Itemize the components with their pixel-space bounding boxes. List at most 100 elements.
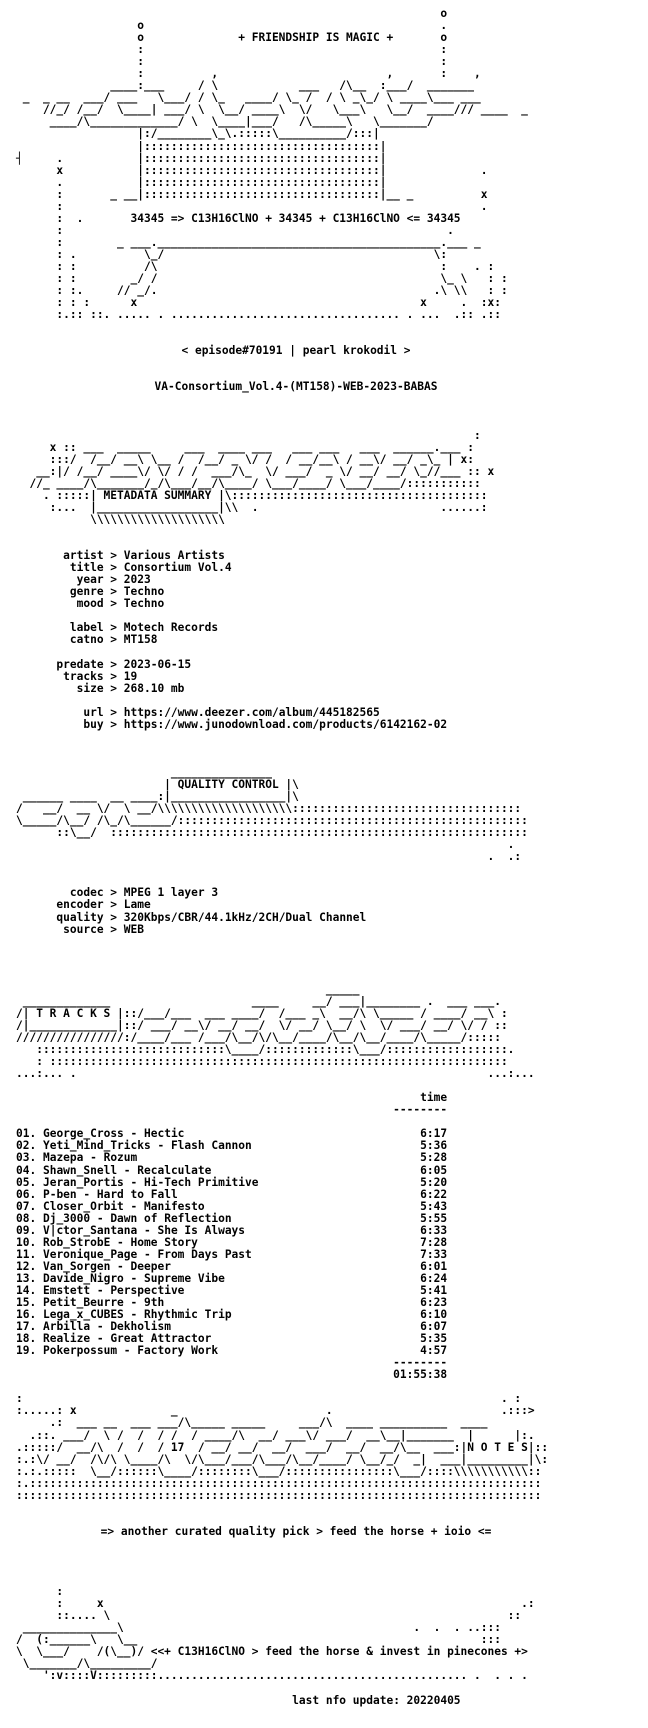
- notes-banner: : . ::.....: x _ . .:::> .: ___ __ ___ _…: [16, 1393, 576, 1501]
- track-row: 15. Petit_Beurre - 9th 6:23: [16, 1296, 576, 1310]
- metadata-summary-banner: : x :: ___ _____ ___ ____ ___ ___ ___ __…: [16, 428, 576, 526]
- ascii-banner-line: /| T R A C K S |::/___/___ ___ ____/ /__…: [16, 1006, 508, 1020]
- ascii-banner-line: . :::::| METADATA SUMMARY |\::::::::::::…: [16, 488, 488, 502]
- ascii-art-line: : : _/ / \_ \ : :: [16, 272, 508, 286]
- track-title: Arbilla - Dekholism: [42, 1320, 171, 1334]
- track-row: 10. Rob_StrobE - Home Story 7:28: [16, 1235, 576, 1249]
- ascii-art-line: : :: [16, 55, 448, 69]
- track-row: 05. Jeran_Portis - Hi-Tech Primitive 5:2…: [16, 1175, 576, 1189]
- ascii-art-line: : :: [16, 43, 448, 57]
- track-time: 6:22: [420, 1187, 448, 1201]
- track-time: 6:07: [420, 1320, 448, 1334]
- track-number: 19.: [16, 1344, 37, 1358]
- track-row: 04. Shawn_Snell - Recalculate 6:05: [16, 1163, 576, 1177]
- field-value-mood: Techno: [123, 597, 165, 611]
- time-rule: --------: [16, 1356, 448, 1370]
- field-value-encoder: Lame: [123, 898, 151, 912]
- last-update-line: last nfo update: 20220405: [16, 1694, 576, 1707]
- ascii-banner-line: :::/ /__/ __\ \__ / /__/ _ \/ / / __/__\…: [16, 452, 475, 466]
- field-label: mood >: [16, 597, 124, 611]
- track-time: 5:41: [420, 1283, 448, 1297]
- field-value-quality: 320Kbps/CBR/44.1kHz/2CH/Dual Channel: [123, 910, 367, 924]
- track-number: 16.: [16, 1308, 37, 1322]
- track-number: 12.: [16, 1259, 37, 1273]
- track-row: 16. Lega_x_CUBES - Rhythmic Trip 6:10: [16, 1309, 576, 1321]
- track-title: Van_Sorgen - Deeper: [42, 1259, 171, 1273]
- ascii-banner-line: ...:... . ...:...: [16, 1067, 535, 1081]
- ascii-art-line: \ \___/ /(\__)/ <<+ C13H16ClNO > feed th…: [16, 1645, 528, 1659]
- ascii-banner-line: . .:: [16, 850, 522, 864]
- ascii-banner-line: ::\__/ :::::::::::::::::::::::::::::::::…: [16, 826, 528, 840]
- track-time: 5:20: [420, 1175, 448, 1189]
- time-column-header: time: [16, 1091, 448, 1105]
- field-label: catno >: [16, 633, 124, 647]
- ascii-banner-line: :: [16, 428, 481, 442]
- field-value-url: https://www.deezer.com/album/445182565: [123, 705, 380, 719]
- field-row-encoder: encoder > Lame: [16, 899, 576, 911]
- ascii-banner-line: | QUALITY CONTROL |\: [16, 778, 299, 791]
- field-row-quality: quality > 320Kbps/CBR/44.1kHz/2CH/Dual C…: [16, 910, 576, 924]
- track-title: Petit_Beurre - 9th: [42, 1296, 165, 1310]
- field-label: size >: [16, 681, 124, 695]
- track-time: 6:33: [420, 1223, 448, 1237]
- field-value-year: 2023: [123, 573, 151, 587]
- ascii-art-line: / (:______\ \__ :::: [16, 1633, 501, 1647]
- track-row: 09. V|ctor_Santana - She Is Always 6:33: [16, 1223, 576, 1237]
- field-row-codec: codec > MPEG 1 layer 3: [16, 887, 576, 899]
- field-row-year: year > 2023: [16, 574, 576, 586]
- track-time: 5:36: [420, 1139, 448, 1153]
- track-row: 18. Realize - Great Attractor 5:35: [16, 1333, 576, 1345]
- nfo-document: o o . o + FRIENDSHIP IS MAGIC + o : :: [16, 7, 576, 1707]
- episode-line: < episode#70191 | pearl krokodil >: [181, 344, 411, 358]
- field-row-predate: predate > 2023-06-15: [16, 657, 576, 671]
- ascii-banner-line: / __/ __ \/ \ __/\\\\\\\\\\\\\\\\\\\\:::…: [16, 802, 522, 816]
- release-name: VA-Consortium_Vol.4-(MT158)-WEB-2023-BAB…: [154, 380, 438, 394]
- ascii-banner-line: : ::::::::::::::::::::::::::::::::::::::…: [16, 1055, 508, 1069]
- ascii-banner-line: : . :: [16, 1392, 522, 1406]
- track-time: 6:10: [420, 1308, 448, 1322]
- ascii-art-line: \_______/\_________/: [16, 1657, 158, 1671]
- ascii-banner-line: ::::::::::::::::::::::::::::\____/::::::…: [16, 1043, 515, 1057]
- total-time: 01:55:38: [16, 1368, 448, 1382]
- ascii-banner-line: :.::::::::::::::::::::::::::::::::::::::…: [16, 1476, 542, 1490]
- quality-control-banner: _______________ | QUALITY CONTROL |\ ___…: [16, 765, 576, 864]
- track-number: 09.: [16, 1223, 37, 1237]
- field-value-label: Motech Records: [123, 621, 219, 635]
- ascii-art-line: ::.... \ ::: [16, 1609, 522, 1623]
- ascii-art-line: . |:::::::::::::::::::::::::::::::::::|: [16, 175, 387, 189]
- track-number: 03.: [16, 1151, 37, 1165]
- field-label: artist >: [16, 549, 124, 563]
- track-number: 08.: [16, 1211, 37, 1225]
- track-list: time --------01. George_Cross - Hectic 6…: [16, 1092, 576, 1381]
- track-row: 13. Davide_Nigro - Supreme Vibe 6:24: [16, 1271, 576, 1285]
- ascii-banner-line: _____: [16, 982, 360, 996]
- track-number: 10.: [16, 1235, 37, 1249]
- ascii-art-line: : .: [16, 199, 488, 213]
- field-label: predate >: [16, 657, 124, 671]
- ascii-banner-line: .: [16, 838, 515, 852]
- field-value-catno: MT158: [123, 633, 158, 647]
- ascii-art-line: ____:___ / \ ___ /\__ :___/ _______: [16, 79, 475, 93]
- track-time: 6:24: [420, 1271, 448, 1285]
- field-label: url >: [16, 705, 124, 719]
- track-time: 4:57: [420, 1344, 448, 1358]
- field-label: encoder >: [16, 898, 124, 912]
- ascii-banner-line: :.:.::::: \__/::::::\____/::::::::\___/:…: [16, 1464, 542, 1478]
- track-number: 05.: [16, 1175, 37, 1189]
- ascii-banner-line: x :: ___ _____ ___ ____ ___ ___ ___ ___ …: [16, 440, 475, 454]
- track-number: 11.: [16, 1247, 37, 1261]
- ascii-art-line: ______________\ . . . ..:::: [16, 1621, 501, 1635]
- track-time: 5:43: [420, 1199, 448, 1213]
- track-row: 03. Mazepa - Rozum 5:28: [16, 1152, 576, 1164]
- track-title: Dj_3000 - Dawn of Reflection: [42, 1211, 232, 1225]
- track-number: 01.: [16, 1127, 37, 1141]
- field-label: codec >: [16, 886, 124, 900]
- track-time: 6:01: [420, 1259, 448, 1273]
- field-value-size: 268.10 mb: [123, 681, 185, 695]
- track-time: 6:05: [420, 1163, 448, 1177]
- ascii-art-line: o .: [16, 19, 448, 33]
- field-label: source >: [16, 922, 124, 936]
- field-row-source: source > WEB: [16, 922, 576, 936]
- ascii-banner-line: ______ ____ __ ____:|_________________|\: [16, 790, 299, 804]
- ascii-banner-line: _______________: [16, 765, 272, 779]
